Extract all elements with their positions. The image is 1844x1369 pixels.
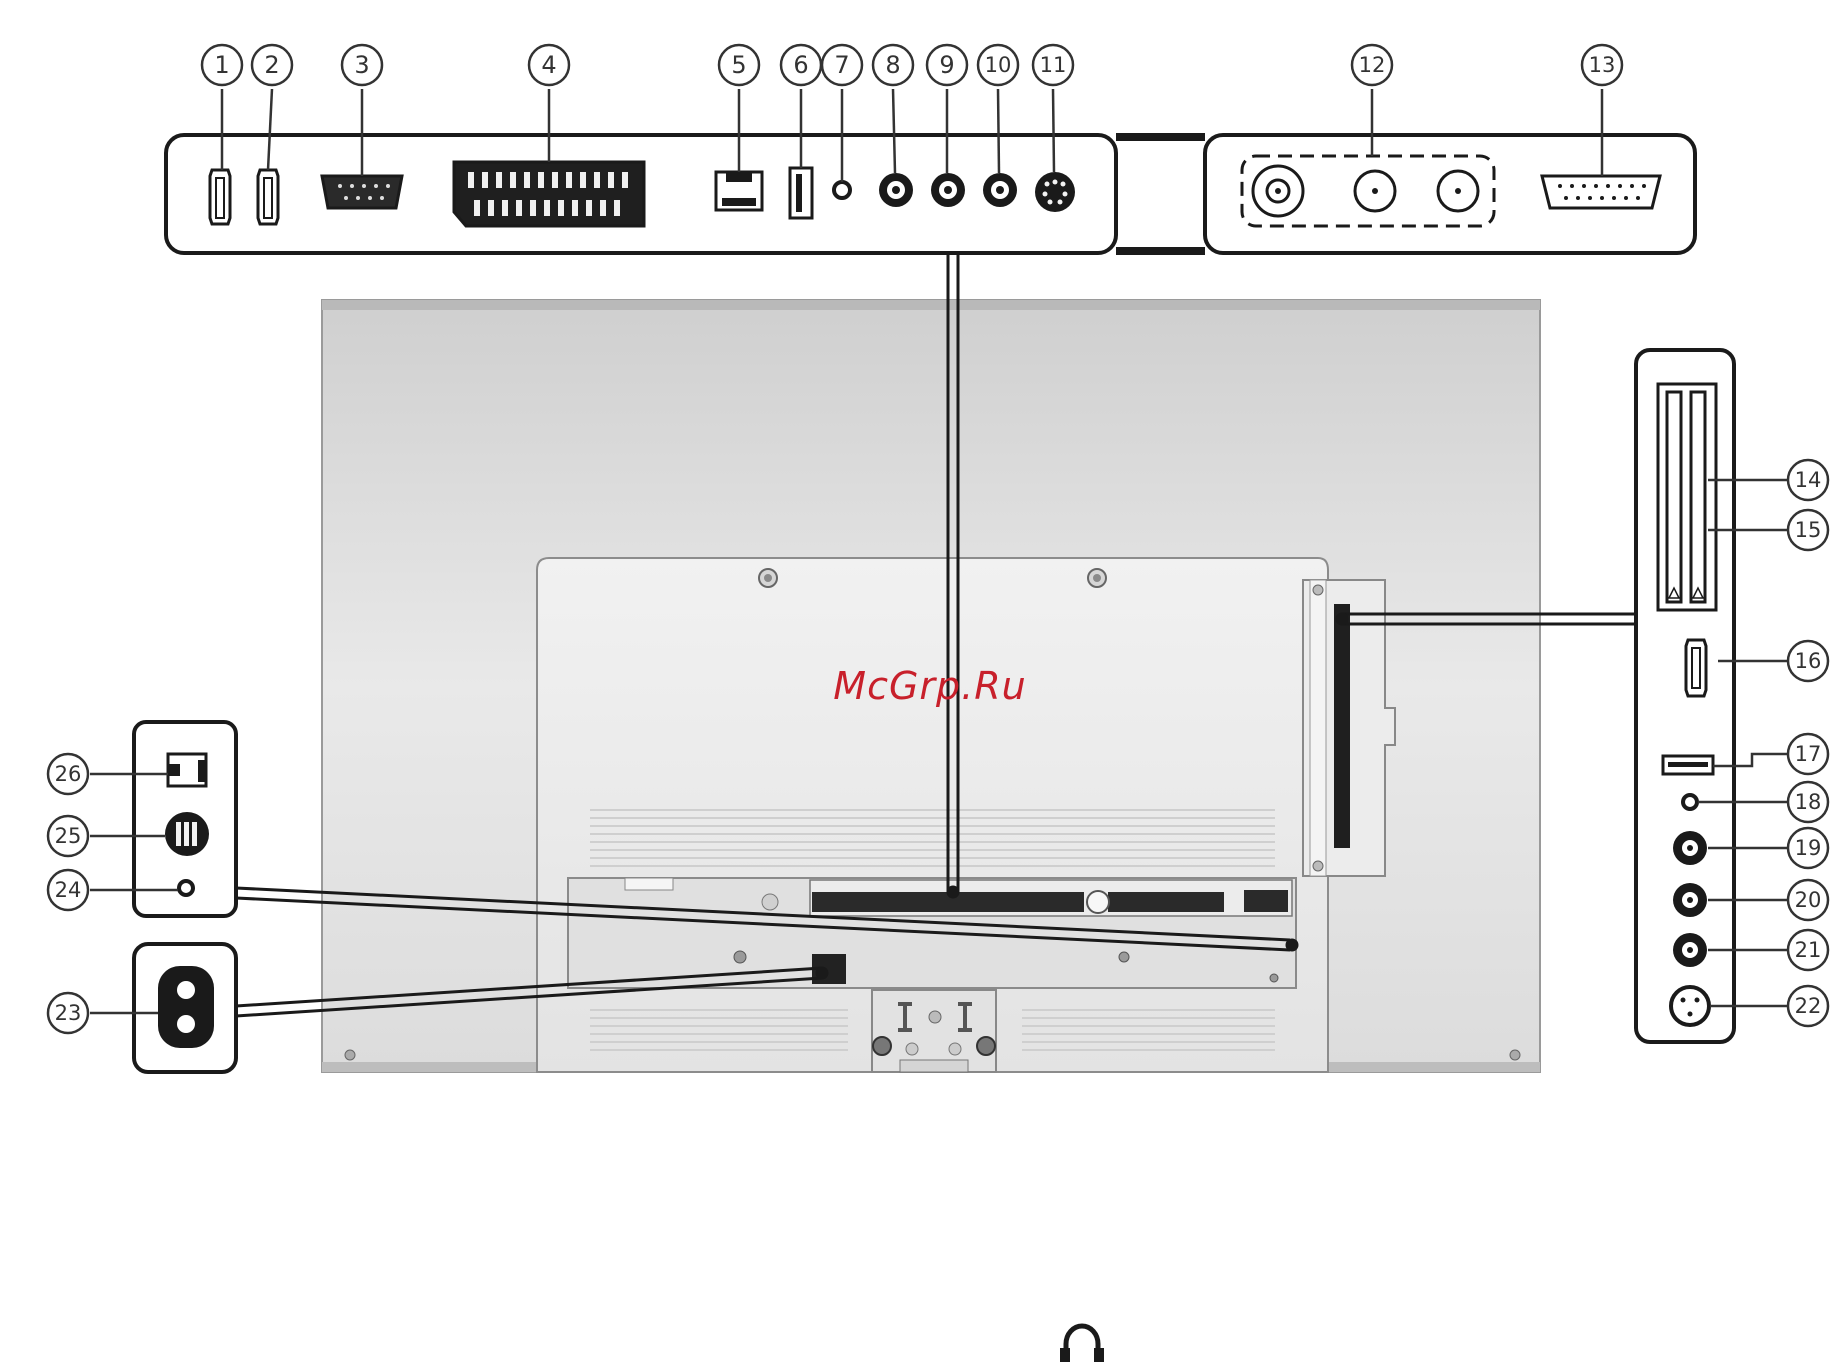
top-right-connector-panel <box>1116 133 1695 255</box>
callout-3: 3 <box>354 51 369 79</box>
callout-8: 8 <box>885 51 900 79</box>
side-connector-panel <box>1636 350 1734 1042</box>
callout-21: 21 <box>1795 938 1822 962</box>
mains-socket <box>158 966 214 1048</box>
vga-port <box>322 176 402 208</box>
power-dc-jack <box>179 881 193 895</box>
callout-11: 11 <box>1040 53 1067 77</box>
callout-15: 15 <box>1795 518 1822 542</box>
callout-22: 22 <box>1795 994 1822 1018</box>
callout-6: 6 <box>793 51 808 79</box>
callout-1: 1 <box>214 51 229 79</box>
callout-16: 16 <box>1795 649 1822 673</box>
callout-14: 14 <box>1795 468 1822 492</box>
watermark: McGrp.Ru <box>833 664 1026 708</box>
top-left-connector-panel <box>166 135 1116 253</box>
callout-25: 25 <box>55 824 82 848</box>
callout-18: 18 <box>1795 790 1822 814</box>
callout-26: 26 <box>55 762 82 786</box>
callout-9: 9 <box>939 51 954 79</box>
callout-19: 19 <box>1795 836 1822 860</box>
ci-slot-1 <box>1667 392 1681 602</box>
callout-2: 2 <box>264 51 279 79</box>
audio-jack <box>834 182 850 198</box>
callout-24: 24 <box>55 878 82 902</box>
s-video-port <box>1035 172 1075 212</box>
scart-port <box>454 162 644 226</box>
callout-7: 7 <box>834 51 849 79</box>
callout-20: 20 <box>1795 888 1822 912</box>
d-sub-port <box>1542 176 1660 208</box>
callout-17: 17 <box>1795 742 1822 766</box>
ci-slot-2 <box>1691 392 1705 602</box>
headphones-icon <box>1060 1326 1104 1362</box>
callout-5: 5 <box>731 51 746 79</box>
callout-10: 10 <box>985 53 1012 77</box>
callout-4: 4 <box>541 51 556 79</box>
callout-13: 13 <box>1589 53 1616 77</box>
s-video-side <box>1671 987 1709 1025</box>
callout-12: 12 <box>1359 53 1386 77</box>
headphone-jack <box>1683 795 1697 809</box>
callout-23: 23 <box>55 1001 82 1025</box>
